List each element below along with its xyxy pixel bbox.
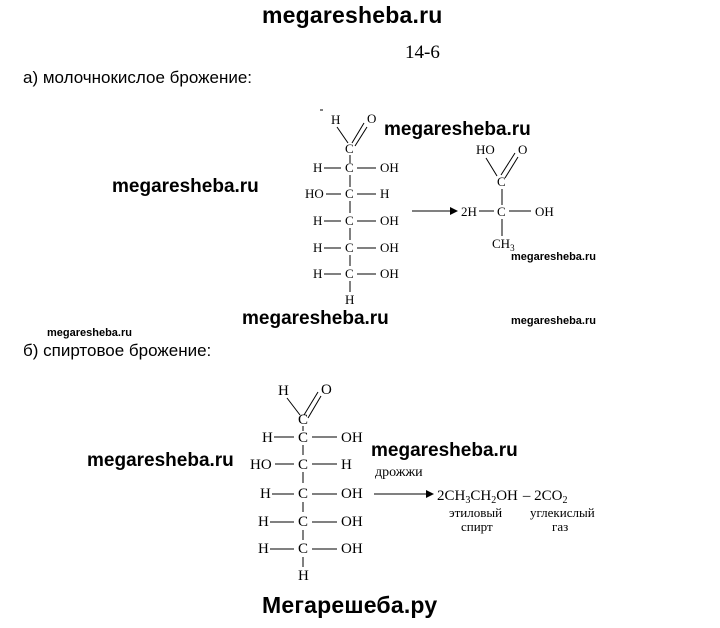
glucose-a-row3-right: OH (380, 213, 399, 228)
label-ethanol-1: этиловый (449, 505, 502, 520)
lactic-coef: 2H (461, 204, 477, 219)
label-ethanol-2: спирт (461, 519, 493, 534)
label-co2-1: углекислый (530, 505, 595, 520)
watermark-top: megaresheba.ru (262, 2, 443, 28)
glucose-b-row4-c: C (298, 514, 308, 530)
glucose-a-row2-c: C (345, 186, 354, 201)
reaction-b-arrow (426, 490, 434, 498)
lactic-ch3-sub: 3 (510, 243, 515, 253)
glucose-a-row4-c: C (345, 240, 354, 255)
section-a-heading: а) молочнокислое брожение: (23, 68, 253, 87)
glucose-a-row5-left: H (313, 266, 322, 281)
problem-number: 14-6 (405, 42, 440, 63)
watermark-a-small-1: megaresheba.ru (511, 251, 596, 263)
glucose-b-row2-right: H (341, 457, 352, 473)
lactic-ch3: CH3 (492, 236, 515, 253)
watermark-a-left: megaresheba.ru (112, 176, 259, 197)
lactic-oh: OH (535, 204, 554, 219)
glucose-a-row4-right: OH (380, 240, 399, 255)
ethanol-s2: 2 (491, 495, 496, 506)
glucose-b-row5-left: H (258, 541, 269, 557)
glucose-a-row1-left: H (313, 160, 322, 175)
glucose-b-row1-left: H (262, 430, 273, 446)
glucose-b-row1-c: C (298, 430, 308, 446)
ethanol-p1: 2CH (437, 488, 466, 504)
section-b-heading: б) спиртовое брожение: (23, 341, 212, 360)
watermark-b-right: megaresheba.ru (371, 440, 518, 461)
watermark-bottom: Мегарешеба.ру (262, 592, 438, 618)
glucose-b-row3-c: C (298, 486, 308, 502)
glucose-b-row4-right: OH (341, 514, 363, 530)
glucose-b-top-h: H (278, 383, 289, 399)
lactic-ch3-main: CH (492, 236, 510, 251)
ethanol-mid: CH (470, 488, 491, 504)
glucose-b-top-o: O (321, 382, 332, 398)
co2-sub: 2 (562, 495, 567, 506)
label-co2-2: газ (552, 519, 568, 534)
glucose-b-bottom-h: H (298, 568, 309, 584)
glucose-a-c1: C (345, 141, 354, 156)
glucose-a-row2-left: HO (305, 186, 324, 201)
watermark-b-small-left: megaresheba.ru (47, 327, 132, 339)
glucose-b-row3-right: OH (341, 486, 363, 502)
glucose-a-row1-c: C (345, 160, 354, 175)
glucose-b-row2-left: HO (250, 457, 272, 473)
glucose-a-top-h: H (331, 112, 340, 127)
glucose-a-row1-right: OH (380, 160, 399, 175)
lactic-o: O (518, 142, 527, 157)
glucose-a-row5-c: C (345, 266, 354, 281)
lactic-ho: HO (476, 142, 495, 157)
watermark-a-right: megaresheba.ru (384, 119, 531, 140)
glucose-b-row5-c: C (298, 541, 308, 557)
products-line: 2CH3CH2OH– 2CO2 (437, 488, 567, 506)
lactic-c1: C (497, 174, 506, 189)
watermark-a-small-2: megaresheba.ru (511, 315, 596, 327)
glucose-a-top-o: O (367, 111, 376, 126)
glucose-b-row5-right: OH (341, 541, 363, 557)
glucose-a-row2-right: H (380, 186, 389, 201)
glucose-b-c1: C (298, 412, 308, 428)
glucose-b-row4-left: H (258, 514, 269, 530)
watermark-b-left: megaresheba.ru (87, 450, 234, 471)
ethanol-end: OH (496, 488, 518, 504)
glucose-a-row4-left: H (313, 240, 322, 255)
co2-part: – 2CO (522, 488, 563, 504)
glucose-b-row2-c: C (298, 457, 308, 473)
glucose-a-bottom-h: H (345, 292, 354, 307)
lactic-c2: C (497, 204, 506, 219)
glucose-a-row3-left: H (313, 213, 322, 228)
glucose-a-row3-c: C (345, 213, 354, 228)
catalyst-label: дрожжи (375, 465, 423, 480)
glucose-b-row1-right: OH (341, 430, 363, 446)
glucose-b-row3-left: H (260, 486, 271, 502)
ethanol-s1: 3 (465, 495, 470, 506)
reaction-a-arrow (450, 207, 458, 215)
glucose-a-row5-right: OH (380, 266, 399, 281)
watermark-a-center-bottom: megaresheba.ru (242, 308, 389, 329)
